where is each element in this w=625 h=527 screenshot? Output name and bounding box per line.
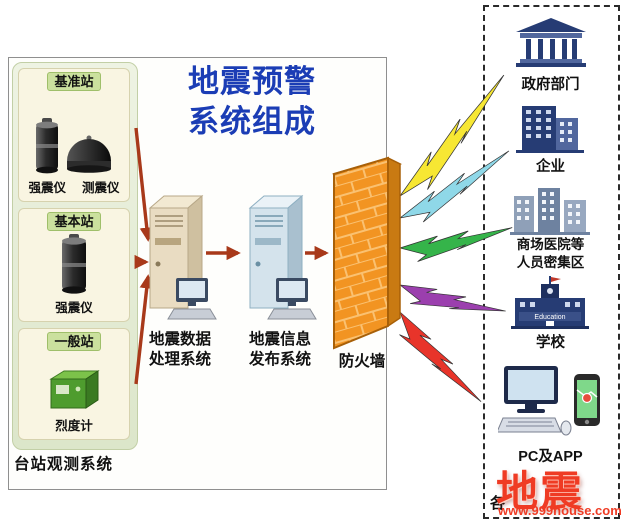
school-banner-text: Education xyxy=(534,314,565,321)
seismometer-icon xyxy=(64,131,114,175)
instrument-label: 烈度计 xyxy=(55,419,93,433)
station-panel-label: 台站观测系统 xyxy=(14,456,114,473)
watermark-url: www.999house.com xyxy=(498,503,622,518)
recipient-label-school: 学校 xyxy=(536,335,565,351)
diagram-title: 地震预警 系统组成 xyxy=(188,64,316,139)
instrument-label: 测震仪 xyxy=(82,181,120,195)
crowded-area-buildings-icon xyxy=(508,184,593,236)
partial-caption: 各 xyxy=(490,495,506,512)
recipient-label-pc-app: PC及APP xyxy=(518,449,583,465)
strong-motion-sensor-icon xyxy=(59,233,89,295)
processing-system-label: 地震数据 处理系统 xyxy=(148,331,211,369)
recipient-label-government: 政府部门 xyxy=(521,77,580,93)
station-card-general: 一般站 烈度计 xyxy=(18,328,130,440)
server-tower-icon-publishing xyxy=(246,192,318,324)
station-card-reference: 基准站 xyxy=(18,68,130,202)
smartphone-icon xyxy=(574,374,600,426)
pc-icon xyxy=(498,366,572,436)
enterprise-building-icon xyxy=(514,100,586,154)
strong-motion-sensor-icon xyxy=(34,117,60,175)
pc-and-app-icon xyxy=(498,360,602,444)
station-name: 基准站 xyxy=(47,72,101,91)
watermark-title: 地震网 xyxy=(496,468,585,515)
instrument-label: 强震仪 xyxy=(55,301,93,315)
station-card-basic: 基本站 强震仪 xyxy=(18,208,130,322)
publishing-system-label: 地震信息 发布系统 xyxy=(248,331,311,369)
intensity-meter-icon xyxy=(45,367,103,413)
server-tower-icon-processing xyxy=(146,192,218,324)
station-name: 一般站 xyxy=(47,332,101,351)
firewall-label: 防火墙 xyxy=(338,353,386,370)
recipient-label-crowded-area: 商场医院等 人员密集区 xyxy=(516,237,585,271)
government-building-icon xyxy=(506,16,596,70)
school-building-icon: Education xyxy=(511,276,589,330)
station-name: 基本站 xyxy=(47,212,101,231)
station-panel: 基准站 xyxy=(12,62,138,450)
recipient-label-enterprise: 企业 xyxy=(536,159,565,175)
firewall-icon xyxy=(326,148,406,358)
instrument-label: 强震仪 xyxy=(28,181,66,195)
